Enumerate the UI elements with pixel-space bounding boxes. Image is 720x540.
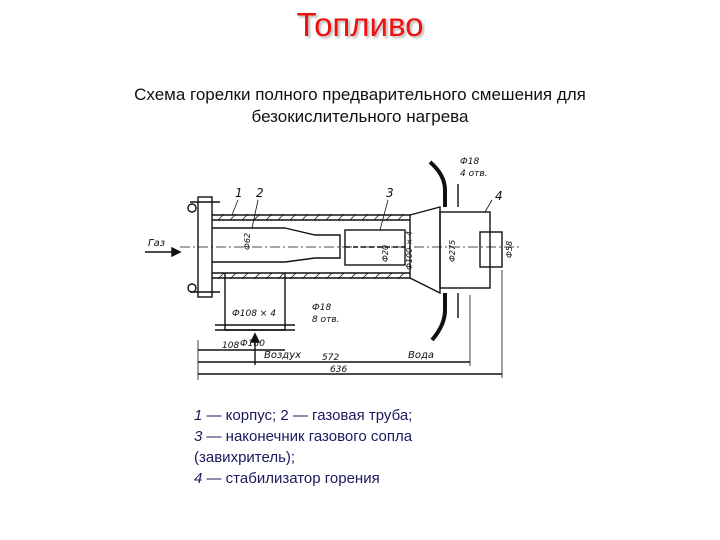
caption-line-2: безокислительного нагрева <box>251 107 469 126</box>
slide-title: Топливо <box>296 6 424 43</box>
dim-d58: Ф58 <box>505 241 514 258</box>
legend: 1 — корпус; 2 — газовая труба; 3 — након… <box>194 405 554 489</box>
dim-d18-top: Ф18 <box>460 157 479 167</box>
burner-schematic: 1 2 3 4 Газ Воздух Вода Ф18 4 отв. Ф18 8… <box>145 157 520 380</box>
stabilizer-cone <box>409 206 441 295</box>
dim-572: 572 <box>322 353 339 363</box>
water-pipe-bottom <box>430 293 447 342</box>
diagram-caption: Схема горелки полного предварительного с… <box>60 84 660 128</box>
legend-line-2: 3 — наконечник газового сопла <box>194 428 413 445</box>
gas-label: Газ <box>148 238 165 249</box>
water-pipe-top <box>428 160 447 207</box>
part-label-2: 2 <box>256 186 264 200</box>
air-label: Воздух <box>264 350 301 361</box>
dim-636: 636 <box>330 365 347 375</box>
swirler-nozzle <box>284 227 341 263</box>
legend-line-4: 4 — стабилизатор горения <box>194 470 380 487</box>
dim-d18-bottom: Ф18 <box>312 303 331 313</box>
caption-line-1: Схема горелки полного предварительного с… <box>134 85 586 104</box>
body-housing <box>212 214 411 279</box>
part-label-4: 4 <box>495 189 503 203</box>
dim-d18-bottom-holes: 8 отв. <box>312 315 340 325</box>
dim-108: 108 <box>222 341 239 351</box>
legend-line-1: 1 — корпус; 2 — газовая труба; <box>194 407 413 424</box>
dim-d100: Ф100 × 4 <box>405 231 414 270</box>
part-label-3: 3 <box>386 186 394 200</box>
part-label-1: 1 <box>235 186 243 200</box>
water-label: Вода <box>408 350 434 361</box>
air-inlet-box <box>224 273 286 331</box>
flange-bolt-bottom <box>187 283 197 293</box>
flange-bolt-top <box>187 203 197 213</box>
dim-d18-top-holes: 4 отв. <box>460 169 488 179</box>
legend-line-3: (завихритель); <box>194 449 296 466</box>
dim-d275: Ф275 <box>448 240 457 262</box>
dim-d62: Ф62 <box>243 233 252 250</box>
dim-d180: Ф180 <box>240 339 265 349</box>
dim-d108: Ф108 × 4 <box>232 309 276 319</box>
dim-d20: Ф20 <box>381 245 390 262</box>
